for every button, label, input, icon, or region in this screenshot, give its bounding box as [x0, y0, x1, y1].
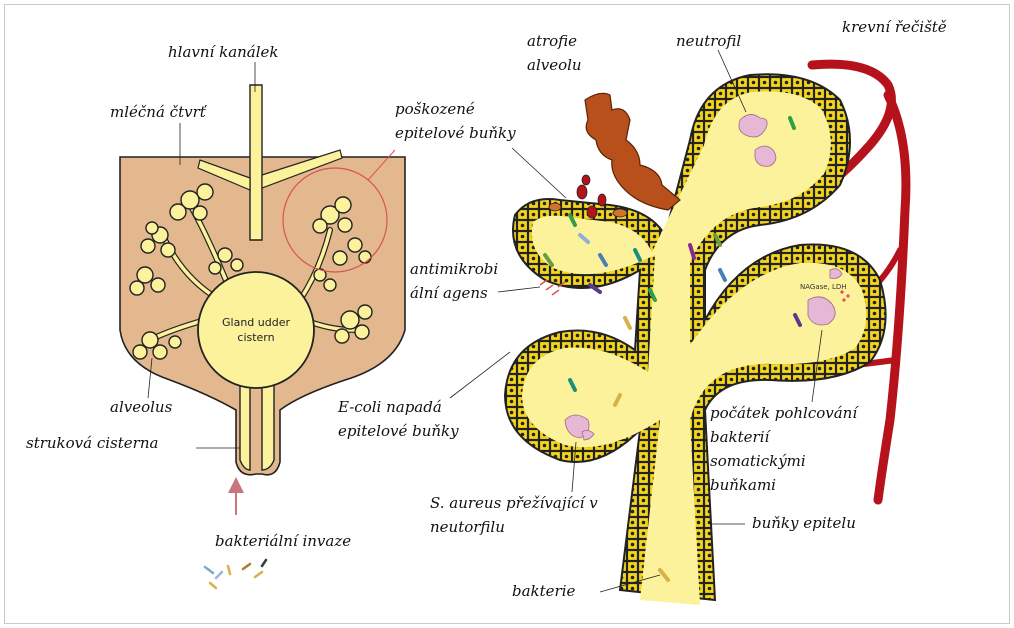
udder-quarter: Gland udder cistern — [120, 85, 405, 475]
label-atrophy-2: alveolu — [527, 56, 582, 74]
label-engulf-2: bakterií — [710, 428, 772, 446]
label-damaged-1: poškozené — [395, 100, 475, 118]
label-engulf-1: počátek pohlcování — [710, 404, 859, 422]
gland-cistern-label-1: Gland udder — [222, 316, 290, 329]
label-blood: krevní řečiště — [842, 18, 947, 36]
label-neutrophil: neutrofil — [676, 32, 741, 50]
alveolar-atrophy — [585, 93, 680, 210]
label-epithelial-cells: buňky epitelu — [752, 514, 856, 532]
enzyme-text: NAGase, LDH — [800, 283, 847, 291]
label-engulf-3: somatickými — [710, 452, 806, 470]
label-ecoli-1: E-coli napadá — [337, 398, 442, 416]
label-saureus-2: neutorfilu — [430, 518, 505, 536]
label-damaged-2: epitelové buňky — [395, 124, 516, 142]
label-antimicrobial-2: ální agens — [410, 284, 488, 302]
label-alveolus: alveolus — [110, 398, 173, 416]
label-main-duct: hlavní kanálek — [168, 43, 279, 61]
label-invasion: bakteriální invaze — [215, 532, 351, 550]
gland-cistern-label-2: cistern — [237, 331, 274, 344]
label-antimicrobial-1: antimikrobi — [410, 260, 498, 278]
label-teat-cistern: struková cisterna — [26, 434, 158, 452]
invading-bacteria — [205, 560, 266, 588]
label-engulf-4: buňkami — [710, 476, 776, 494]
label-saureus-1: S. aureus přežívající v — [430, 494, 598, 512]
label-ecoli-2: epitelové buňky — [338, 422, 459, 440]
main-duct — [250, 85, 262, 240]
gland-cistern — [198, 272, 314, 388]
label-bacteria: bakterie — [512, 582, 576, 600]
label-atrophy-1: atrofie — [527, 32, 577, 50]
label-quarter: mléčná čtvrť — [110, 103, 208, 121]
